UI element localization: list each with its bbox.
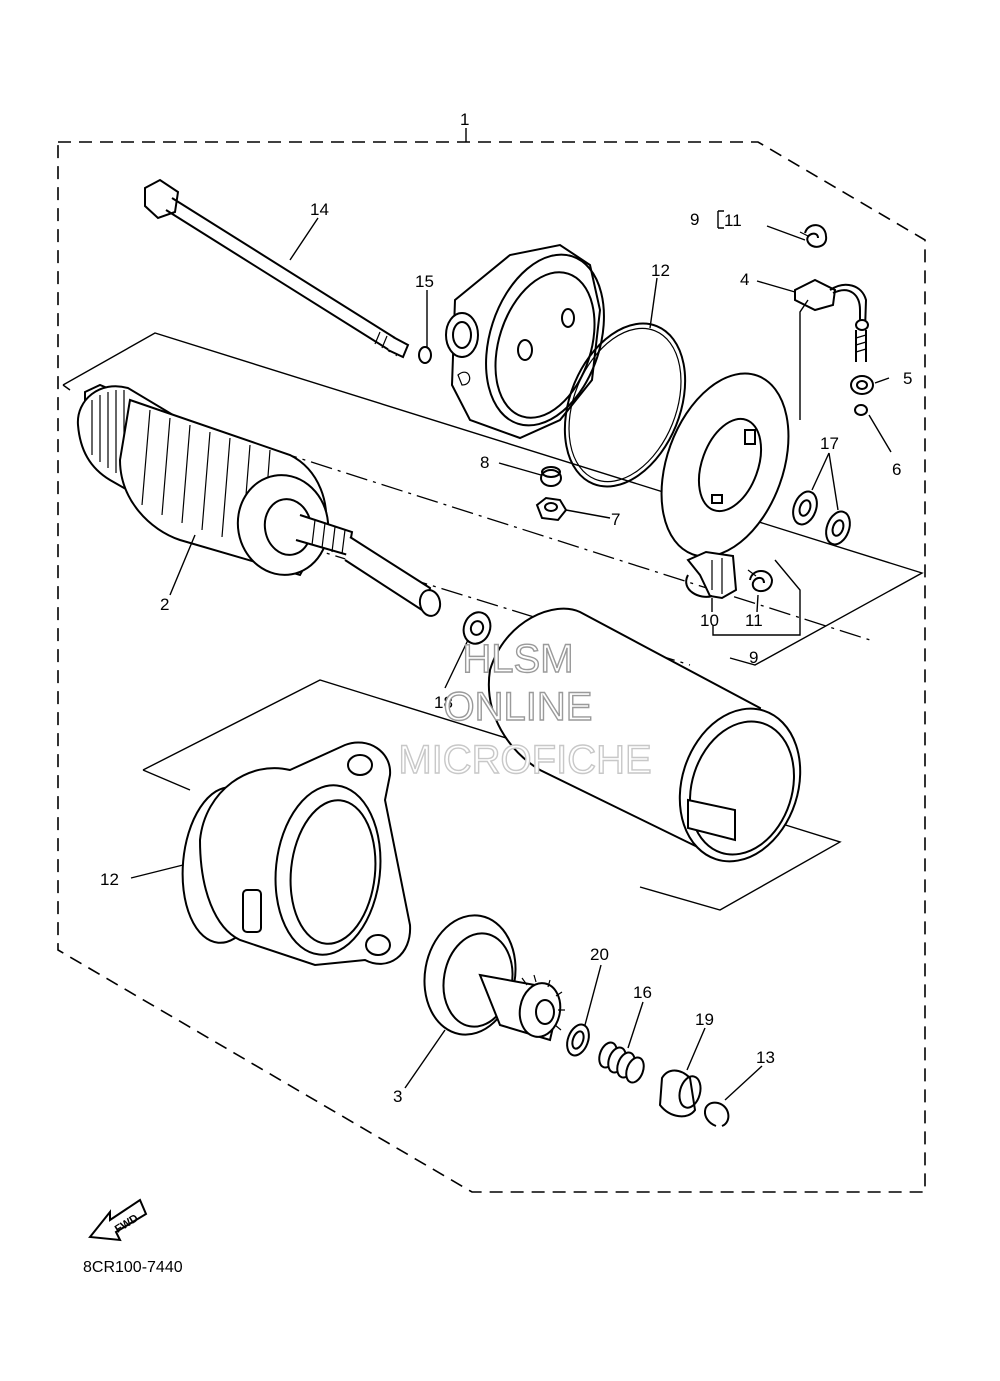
watermark-line-3: MICROFICHE	[398, 738, 651, 782]
fwd-arrow-icon: FWD	[88, 1198, 148, 1242]
terminal-washer	[850, 375, 874, 395]
callout-5: 5	[903, 369, 912, 388]
pinion-collar	[658, 1069, 702, 1118]
diagram-code: 8CR100-7440	[83, 1259, 183, 1276]
assembly-boundary	[57, 141, 926, 1193]
callout-3: 3	[393, 1087, 402, 1106]
callout-12-bottom: 12	[100, 870, 119, 889]
brush-spring-lower	[747, 569, 774, 593]
callout-8: 8	[480, 453, 489, 472]
callout-15: 15	[415, 272, 434, 291]
watermark-line-1: HLSM	[462, 637, 573, 681]
grommet	[540, 466, 562, 487]
armature	[76, 383, 442, 617]
callout-9-bottom: 9	[749, 648, 758, 667]
callout-1: 1	[460, 110, 469, 129]
watermark-line-2: ONLINE	[444, 685, 593, 729]
callout-16: 16	[633, 983, 652, 1002]
starter-clutch	[423, 914, 565, 1042]
nut	[535, 496, 568, 522]
callout-17: 17	[820, 434, 839, 453]
leader-lines	[130, 217, 892, 1101]
starter-yoke	[487, 607, 802, 863]
terminal-lead	[794, 278, 869, 362]
callout-19: 19	[695, 1010, 714, 1029]
front-cover	[198, 741, 412, 967]
callout-18: 18	[434, 693, 453, 712]
pinion-spring	[598, 1041, 645, 1084]
callout-10: 10	[700, 611, 719, 630]
callout-4: 4	[740, 270, 749, 289]
cover-gasket-upper	[563, 322, 687, 488]
callout-7: 7	[611, 510, 620, 529]
lower-plane-outline	[142, 679, 842, 911]
terminal-o-ring	[854, 404, 868, 416]
washer-pair	[792, 490, 851, 546]
circlip	[704, 1101, 730, 1127]
brush-holder	[685, 550, 738, 600]
callout-2: 2	[160, 595, 169, 614]
brush-plate	[660, 372, 790, 558]
rear-cover	[445, 243, 605, 440]
callout-20: 20	[590, 945, 609, 964]
callout-13: 13	[756, 1048, 775, 1067]
brush-spring-upper	[799, 224, 828, 248]
callout-14: 14	[310, 200, 329, 219]
washer-armature	[462, 611, 492, 645]
through-bolt	[144, 178, 410, 359]
callout-9-top: 9	[690, 210, 699, 229]
upper-plane-outline	[62, 332, 924, 666]
pinion-washer	[566, 1023, 590, 1057]
callout-12-top: 12	[651, 261, 670, 280]
o-ring-small	[418, 346, 432, 364]
callout-6: 6	[892, 460, 901, 479]
callout-11-top: 11	[724, 211, 742, 230]
callout-11-bottom: 11	[745, 611, 763, 630]
